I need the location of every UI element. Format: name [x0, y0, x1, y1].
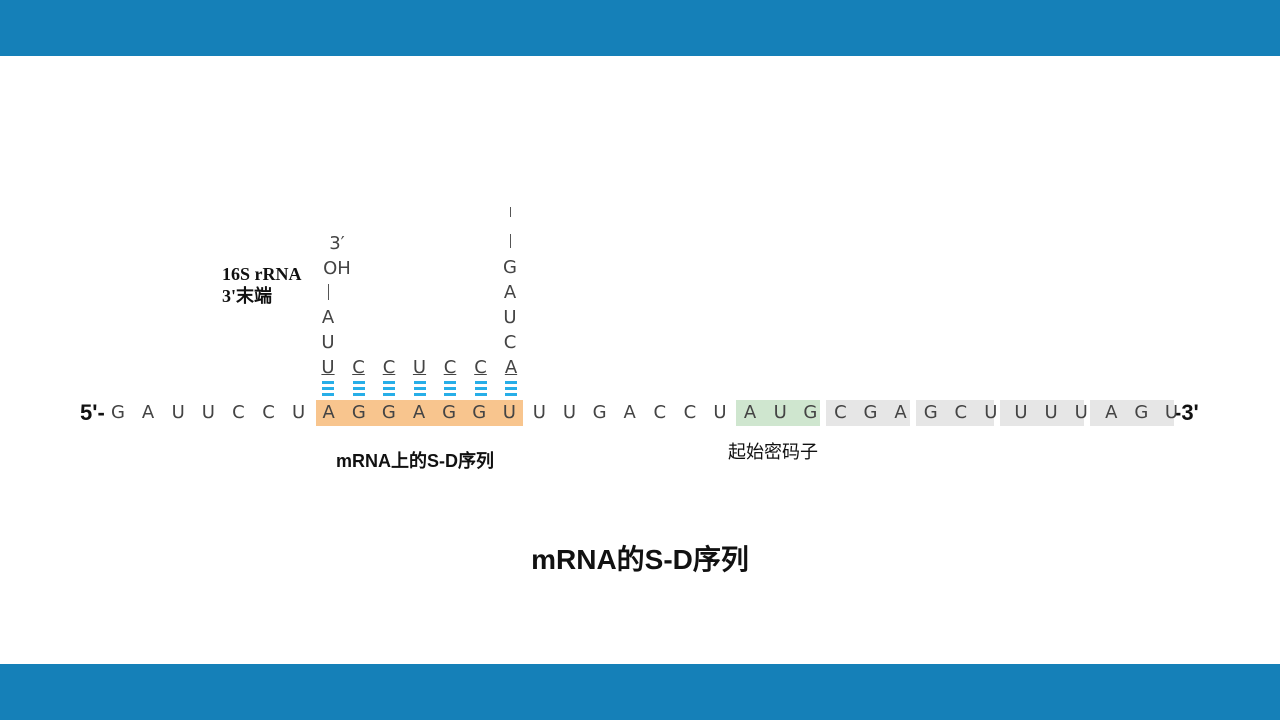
mrna-nucleotide: A [322, 402, 335, 423]
rrna-nucleotide: A [504, 357, 518, 378]
mrna-nucleotide: U [171, 402, 185, 423]
base-pair-bond [352, 387, 365, 390]
mrna-nucleotide: C [683, 402, 697, 423]
rrna-nucleotide: C [443, 357, 457, 378]
base-pair-bond [444, 381, 456, 384]
rrna-nucleotide: A [503, 282, 517, 303]
mrna-nucleotide: G [1134, 402, 1149, 423]
mrna-nucleotide: U [773, 402, 787, 423]
mrna-nucleotide: G [351, 402, 366, 423]
rrna-nucleotide: A [321, 307, 335, 328]
rrna-nucleotide: G [503, 257, 517, 278]
mrna-nucleotide: G [803, 402, 818, 423]
rrna-bond [510, 234, 511, 248]
codon-highlight [1090, 400, 1174, 426]
mrna-nucleotide: U [502, 402, 516, 423]
mrna-nucleotide: U [1014, 402, 1028, 423]
base-pair-bond [505, 387, 517, 390]
bottom-banner [0, 664, 1280, 720]
base-pair-bond [444, 387, 456, 390]
base-pair-bond [474, 387, 487, 390]
codon-highlight [916, 400, 994, 426]
mrna-nucleotide: C [954, 402, 968, 423]
mrna-nucleotide: G [381, 402, 396, 423]
mrna-nucleotide: U [984, 402, 998, 423]
base-pair-bond [352, 393, 365, 396]
mrna-nucleotide: U [292, 402, 306, 423]
rrna-nucleotide: C [474, 357, 487, 378]
base-pair-bond [413, 393, 426, 396]
mrna-nucleotide: U [1074, 402, 1088, 423]
mrna-nucleotide: C [653, 402, 667, 423]
three-prime-end: -3' [1174, 400, 1199, 425]
rrna-nucleotide: U [321, 332, 335, 353]
base-pair-bond [352, 381, 365, 384]
rrna-nucleotide: U [503, 307, 517, 328]
start-codon-caption: 起始密码子 [728, 442, 818, 462]
mrna-nucleotide: U [201, 402, 215, 423]
sd-sequence-caption: mRNA上的S-D序列 [336, 451, 495, 471]
mrna-nucleotide: C [232, 402, 245, 423]
rrna-nucleotide: U [321, 357, 335, 378]
mrna-nucleotide: G [442, 402, 457, 423]
five-prime-end: 5'- [80, 400, 105, 425]
rrna-nucleotide: C [382, 357, 396, 378]
top-banner [0, 0, 1280, 56]
mrna-nucleotide: C [262, 402, 275, 423]
base-pair-bond [383, 381, 395, 384]
mrna-nucleotide: G [923, 402, 938, 423]
rrna-bond [510, 207, 511, 217]
mrna-nucleotide: A [894, 402, 907, 423]
base-pair-bond [383, 387, 395, 390]
mrna-nucleotide: A [412, 402, 426, 423]
base-pair-bond [474, 381, 487, 384]
rrna-bond [328, 284, 329, 300]
base-pair-bond [383, 393, 395, 396]
mrna-nucleotide: A [141, 402, 155, 423]
mrna-nucleotide: A [1105, 402, 1118, 423]
base-pair-bond [413, 381, 426, 384]
rrna-nucleotide: C [503, 332, 517, 353]
base-pair-bond [322, 387, 334, 390]
mrna-nucleotide: G [863, 402, 878, 423]
base-pair-bond [474, 393, 487, 396]
rrna-label: 16S rRNA [222, 264, 302, 284]
mrna-nucleotide: C [834, 402, 847, 423]
mrna-nucleotide: U [532, 402, 546, 423]
mrna-nucleotide: G [111, 402, 125, 423]
mrna-nucleotide: A [743, 402, 757, 423]
page-title: mRNA的S-D序列 [531, 544, 749, 575]
rrna-nucleotide: C [352, 357, 365, 378]
base-pair-bond [505, 381, 517, 384]
codon-highlight [1000, 400, 1084, 426]
base-pair-bond [322, 381, 334, 384]
sd-sequence-highlight [316, 400, 523, 426]
base-pair-bond [444, 393, 456, 396]
mrna-nucleotide: G [472, 402, 487, 423]
mrna-nucleotide: G [592, 402, 607, 423]
rrna-label-end: 3'末端 [222, 286, 273, 306]
mrna-nucleotide: U [1164, 402, 1179, 423]
mrna-nucleotide: U [1044, 402, 1058, 423]
mrna-nucleotide: U [562, 402, 577, 423]
rrna-oh: OH [323, 258, 351, 279]
codon-highlight [826, 400, 910, 426]
base-pair-bond [505, 393, 517, 396]
rrna-three-prime: 3′ [329, 233, 345, 254]
mrna-nucleotide: U [713, 402, 727, 423]
base-pair-bond [413, 387, 426, 390]
base-pair-bond [322, 393, 334, 396]
rrna-nucleotide: U [412, 357, 427, 378]
mrna-nucleotide: A [623, 402, 636, 423]
start-codon-highlight [736, 400, 820, 426]
